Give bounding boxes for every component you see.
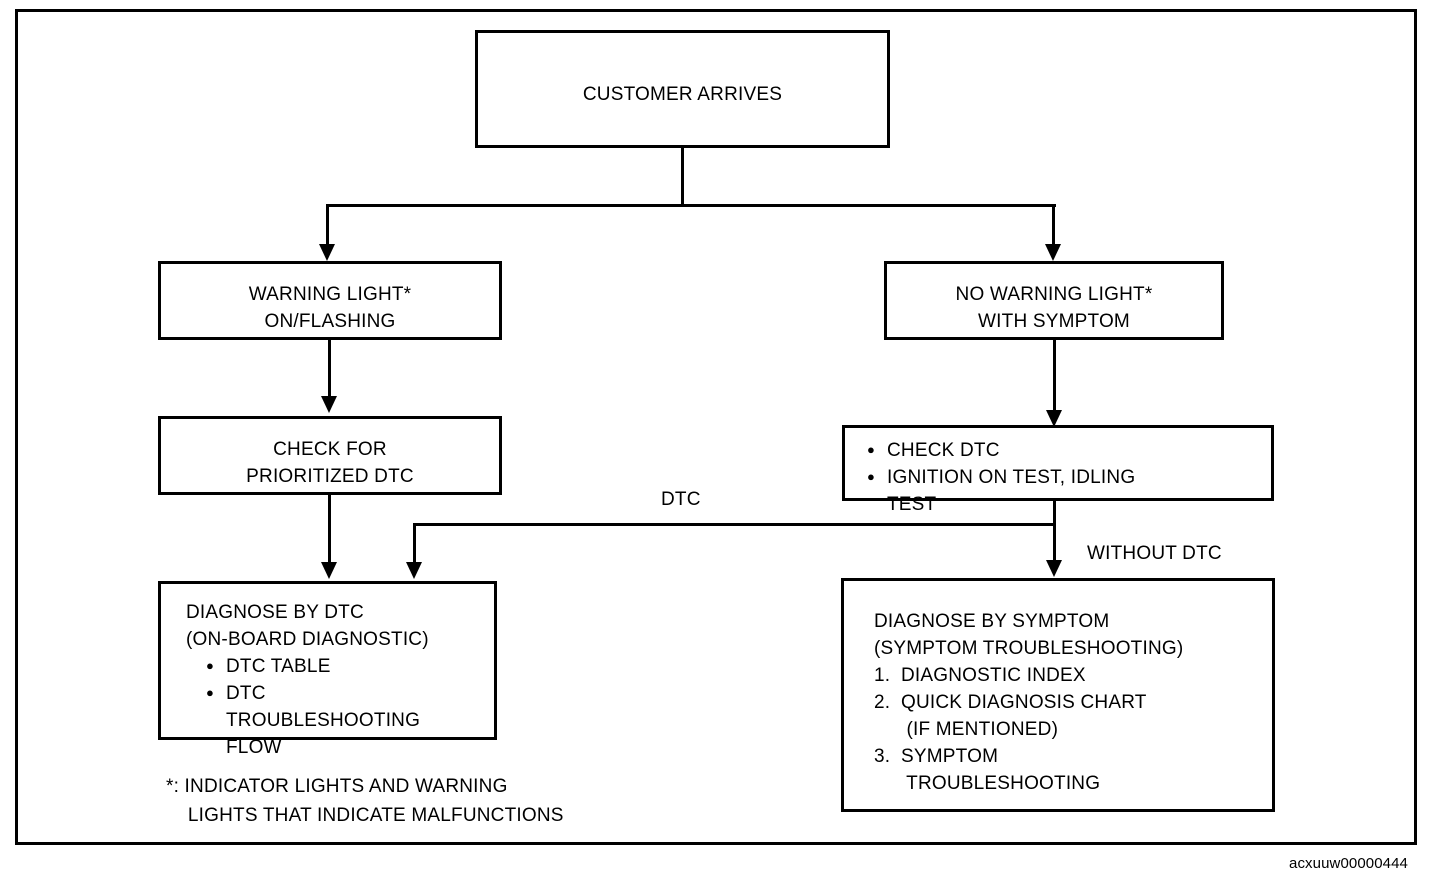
node-check-dtc-tests[interactable]: CHECK DTC IGNITION ON TEST, IDLING TEST <box>842 425 1274 515</box>
connector-without-dtc-drop <box>1053 523 1056 567</box>
figure-id-label: acxuuw00000444 <box>1289 855 1408 872</box>
arrow-to-diagnose-by-symptom <box>1046 560 1062 577</box>
arrow-to-check-prioritized-dtc <box>321 396 337 413</box>
node-diagnose-dtc-line-1: DIAGNOSE BY DTC <box>186 602 364 623</box>
connector-dtc-drop <box>413 523 416 567</box>
node-diagnose-symptom-list: DIAGNOSTIC INDEX QUICK DIAGNOSIS CHART (… <box>874 662 1264 797</box>
node-warning-light-on-flashing[interactable]: WARNING LIGHT* ON/FLASHING <box>158 261 502 340</box>
connector-root-stem <box>681 148 684 206</box>
node-check-for-prioritized-dtc[interactable]: CHECK FOR PRIORITIZED DTC <box>158 416 502 495</box>
edge-label-without-dtc: WITHOUT DTC <box>1087 543 1222 564</box>
node-warning-light-line-2: ON/FLASHING <box>264 311 396 332</box>
list-item: CHECK DTC <box>865 436 1263 464</box>
footnote-line-2: LIGHTS THAT INDICATE MALFUNCTIONS <box>166 805 564 826</box>
list-item: QUICK DIAGNOSIS CHART (IF MENTIONED) <box>874 689 1147 740</box>
node-diagnose-symptom-line-2: (SYMPTOM TROUBLESHOOTING) <box>874 638 1184 659</box>
arrow-to-check-dtc-tests <box>1046 410 1062 427</box>
node-check-prioritized-line-2: PRIORITIZED DTC <box>246 466 414 487</box>
connector-split-bar <box>326 204 1056 207</box>
arrow-to-no-warning-light <box>1045 244 1061 261</box>
node-no-warning-light-line-1: NO WARNING LIGHT* <box>955 284 1153 305</box>
connector-no-warning-to-check-dtc <box>1053 340 1056 413</box>
node-no-warning-light-line-2: WITH SYMPTOM <box>978 311 1130 332</box>
connector-check-dtc-stem <box>1053 501 1056 526</box>
list-item: SYMPTOM TROUBLESHOOTING <box>874 743 1101 794</box>
list-item: DIAGNOSTIC INDEX <box>874 662 1086 689</box>
connector-right-drop <box>1052 204 1055 248</box>
arrow-to-diagnose-by-dtc-branch <box>406 562 422 579</box>
node-check-prioritized-line-1: CHECK FOR <box>273 439 387 460</box>
arrow-to-warning-light <box>319 244 335 261</box>
node-check-dtc-tests-list: CHECK DTC IGNITION ON TEST, IDLING TEST <box>865 436 1263 518</box>
connector-check-to-diagnose-dtc <box>328 495 331 565</box>
list-item: IGNITION ON TEST, IDLING TEST <box>865 463 1263 518</box>
list-item: DTC TROUBLESHOOTING FLOW <box>204 679 488 761</box>
node-diagnose-dtc-line-2: (ON-BOARD DIAGNOSTIC) <box>186 629 429 650</box>
list-item: DTC TABLE <box>204 652 488 680</box>
node-diagnose-dtc-list: DTC TABLE DTC TROUBLESHOOTING FLOW <box>204 652 488 761</box>
edge-label-dtc: DTC <box>661 489 701 510</box>
footnote-line-1: *: INDICATOR LIGHTS AND WARNING <box>166 776 508 797</box>
arrow-to-diagnose-by-dtc-main <box>321 562 337 579</box>
node-warning-light-line-1: WARNING LIGHT* <box>248 284 412 305</box>
connector-left-drop <box>326 204 329 248</box>
connector-warning-to-check <box>328 340 331 399</box>
node-diagnose-by-dtc[interactable]: DIAGNOSE BY DTC (ON-BOARD DIAGNOSTIC) DT… <box>158 581 497 758</box>
node-diagnose-by-symptom[interactable]: DIAGNOSE BY SYMPTOM (SYMPTOM TROUBLESHOO… <box>841 578 1275 812</box>
connector-dtc-horizontal <box>413 523 1056 526</box>
diagram-outer-frame <box>15 9 1417 845</box>
node-no-warning-light-with-symptom[interactable]: NO WARNING LIGHT* WITH SYMPTOM <box>884 261 1224 340</box>
node-customer-arrives-label: CUSTOMER ARRIVES <box>582 84 783 105</box>
node-diagnose-symptom-line-1: DIAGNOSE BY SYMPTOM <box>874 611 1110 632</box>
node-customer-arrives[interactable]: CUSTOMER ARRIVES <box>475 30 890 148</box>
